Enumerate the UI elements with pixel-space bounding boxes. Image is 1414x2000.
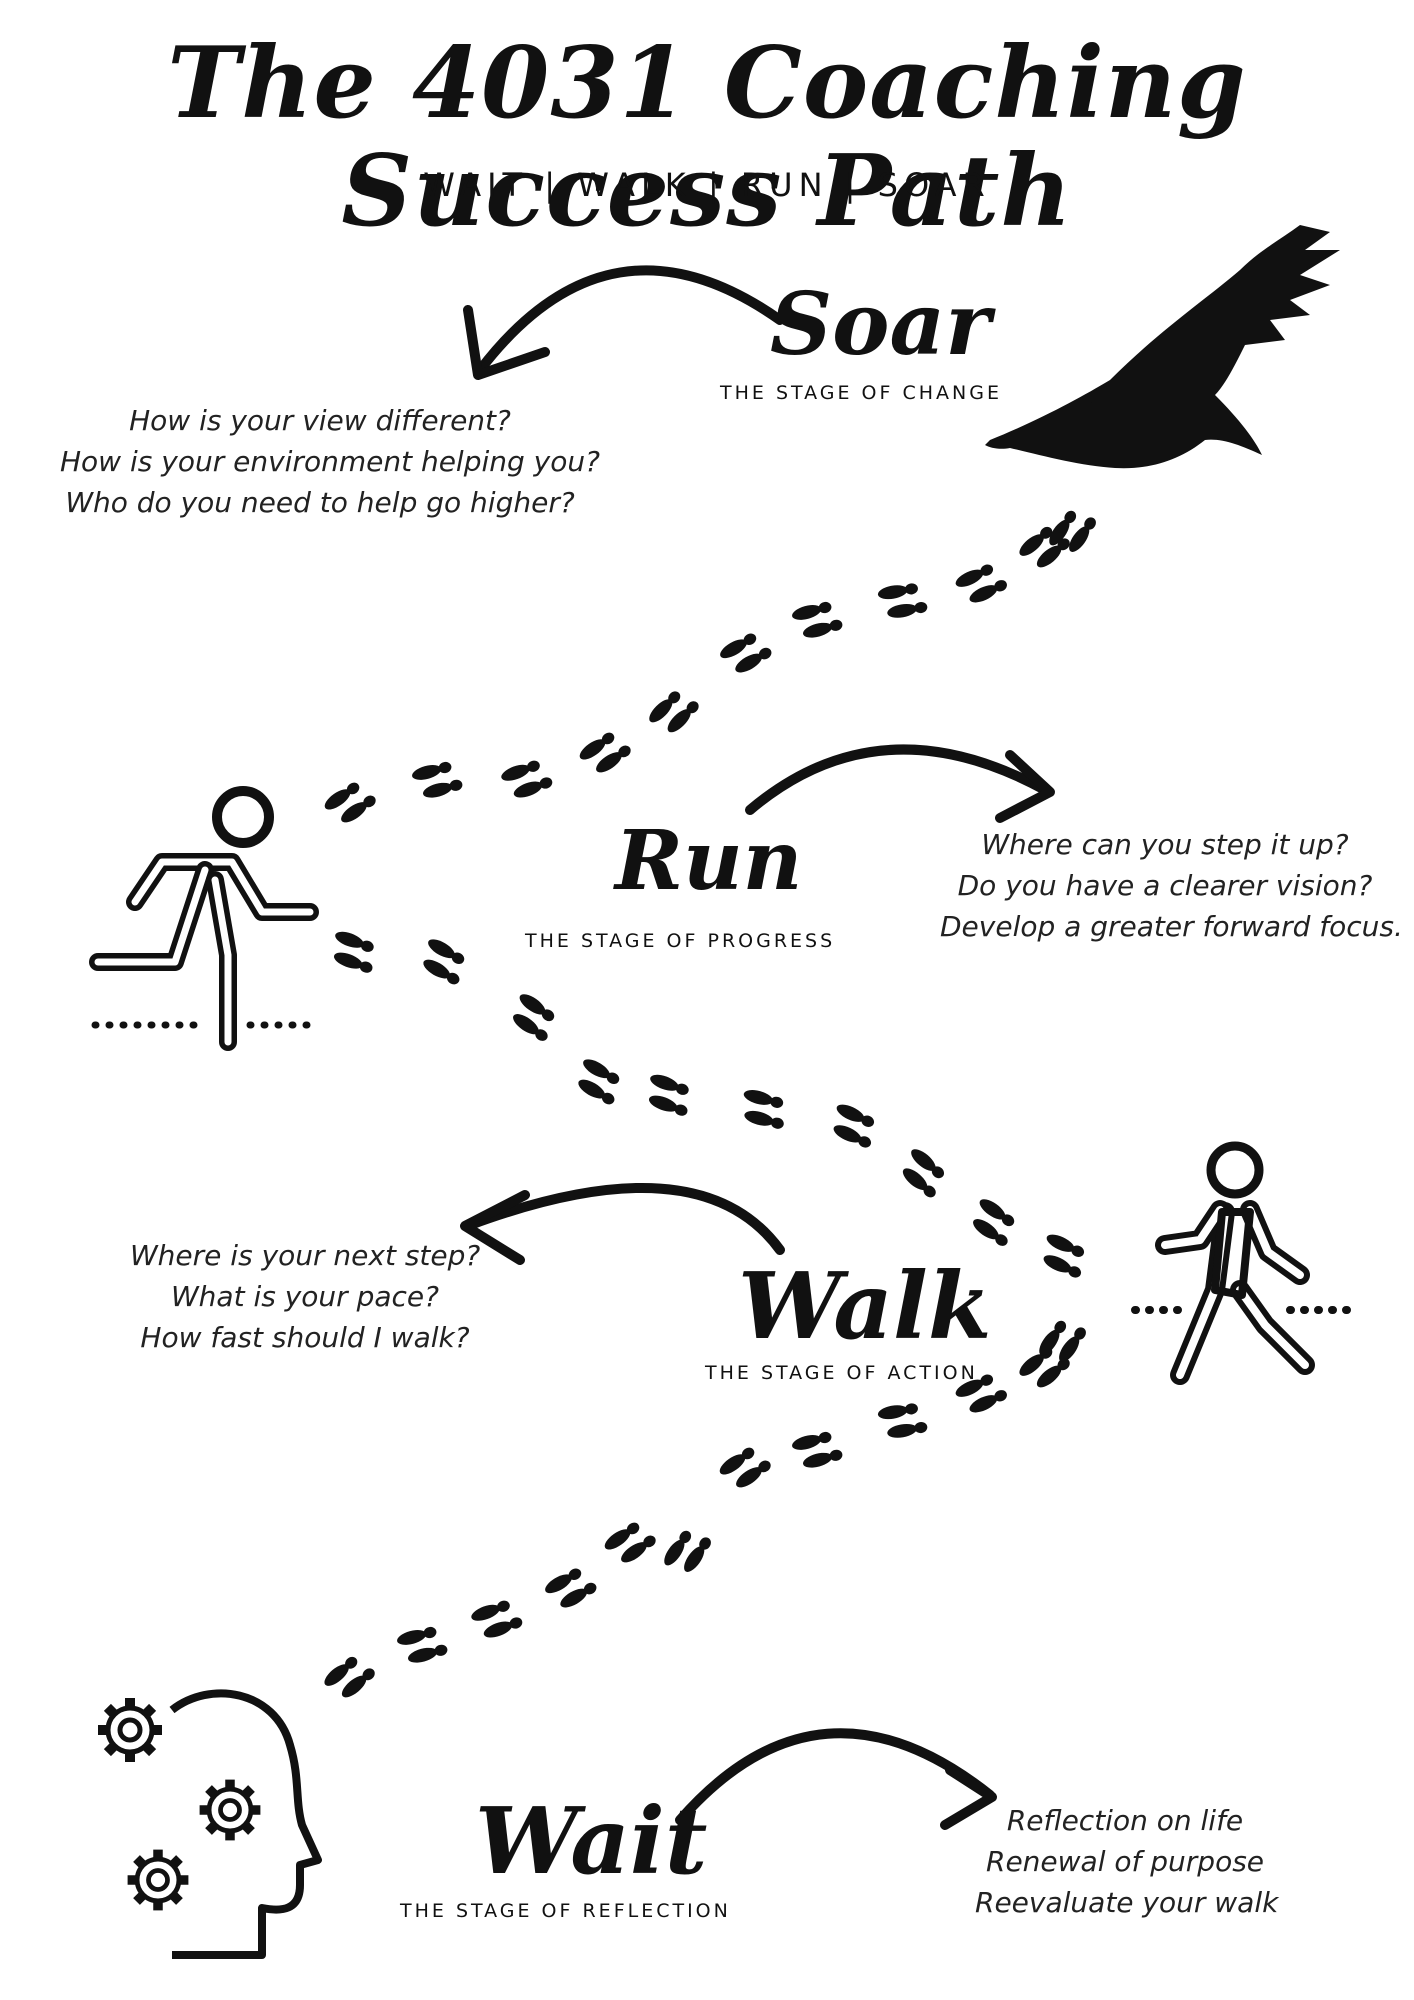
question-line: Where can you step it up? xyxy=(981,828,1349,861)
page-title: The 4031 Coaching Success Path xyxy=(167,26,1247,249)
page-subtitle: WAIT | WALK | RUN | SOAR xyxy=(423,166,991,204)
question-line: What is your pace? xyxy=(170,1280,439,1313)
questions-run: Where can you step it up? Do you have a … xyxy=(940,824,1403,947)
walker-icon xyxy=(1131,1141,1354,1385)
question-line: Reflection on life xyxy=(1006,1804,1244,1837)
question-line: How is your environment helping you? xyxy=(60,445,600,478)
stage-title-soar: Soar xyxy=(770,274,991,375)
stage-caption-soar: THE STAGE OF CHANGE xyxy=(720,382,1002,404)
stage-title-run: Run xyxy=(615,813,803,909)
questions-wait: Reflection on life Renewal of purpose Re… xyxy=(975,1800,1279,1923)
arrow-soar xyxy=(463,265,785,380)
stage-caption-run: THE STAGE OF PROGRESS xyxy=(525,930,836,952)
runner-icon xyxy=(89,786,319,1051)
head-gears-icon xyxy=(98,1689,322,1959)
stage-title-walk: Walk xyxy=(738,1252,992,1360)
question-line: Do you have a clearer vision? xyxy=(957,869,1373,902)
questions-soar: How is your view different? How is your … xyxy=(60,400,600,523)
question-line: How is your view different? xyxy=(129,404,511,437)
question-line: Develop a greater forward focus. xyxy=(940,910,1403,943)
question-line: Where is your next step? xyxy=(130,1239,481,1272)
question-line: Who do you need to help go higher? xyxy=(65,486,575,519)
stage-caption-walk: THE STAGE OF ACTION xyxy=(705,1362,978,1384)
question-line: Reevaluate your walk xyxy=(975,1886,1279,1919)
arrow-walk xyxy=(460,1182,785,1265)
stage-title-wait: Wait xyxy=(475,1787,708,1895)
arrow-run xyxy=(745,744,1055,823)
footprint-trails xyxy=(321,503,1099,1705)
question-line: How fast should I walk? xyxy=(140,1321,470,1354)
question-line: Renewal of purpose xyxy=(985,1845,1265,1878)
eagle-icon xyxy=(985,225,1340,469)
stage-caption-wait: THE STAGE OF REFLECTION xyxy=(400,1900,731,1922)
arrow-wait xyxy=(675,1728,997,1830)
questions-walk: Where is your next step? What is your pa… xyxy=(130,1235,480,1358)
